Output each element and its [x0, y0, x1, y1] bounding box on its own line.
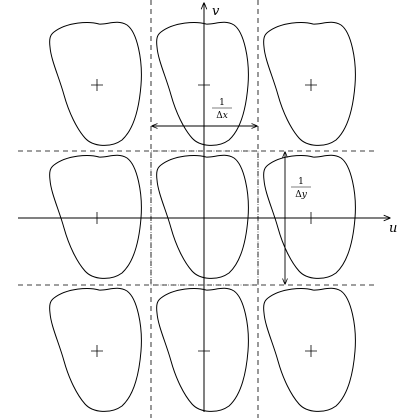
spectrum-replica-r2-c3 [263, 154, 356, 279]
y-spacing-denominator: Δy [295, 190, 308, 200]
v-axis-label: v [212, 4, 220, 19]
blob-outline [156, 287, 249, 412]
blob-outline [49, 21, 142, 146]
spectrum-replica-r1-c2 [156, 21, 249, 146]
center-cross-icon [91, 79, 103, 91]
blob-outline [263, 21, 356, 146]
y-spacing-label: 1 Δy [291, 177, 311, 200]
dashed-boundaries [18, 0, 374, 418]
spectrum-replica-r2-c2 [156, 154, 249, 279]
u-axis-label: u [389, 221, 397, 236]
blob-outline [49, 287, 142, 412]
blob-outline [49, 154, 142, 279]
center-cross-icon [305, 345, 317, 357]
spectrum-replica-r1-c1 [49, 21, 142, 146]
spectrum-replica-r3-c1 [49, 287, 142, 412]
x-spacing-denominator: Δx [216, 111, 228, 121]
center-cross-icon [91, 345, 103, 357]
x-spacing-numerator: 1 [219, 98, 225, 108]
blob-outline [263, 287, 356, 412]
spectrum-replica-r3-c3 [263, 287, 356, 412]
y-spacing-numerator: 1 [298, 177, 304, 187]
spectrum-replicas [49, 21, 356, 412]
blob-outline [156, 154, 249, 279]
spectrum-replica-r1-c3 [263, 21, 356, 146]
blob-outline [263, 154, 356, 279]
center-cross-icon [305, 79, 317, 91]
blob-outline [156, 21, 249, 146]
spectrum-replica-r2-c1 [49, 154, 142, 279]
x-spacing-label: 1 Δx [212, 98, 232, 121]
spectrum-replica-r3-c2 [156, 287, 249, 412]
